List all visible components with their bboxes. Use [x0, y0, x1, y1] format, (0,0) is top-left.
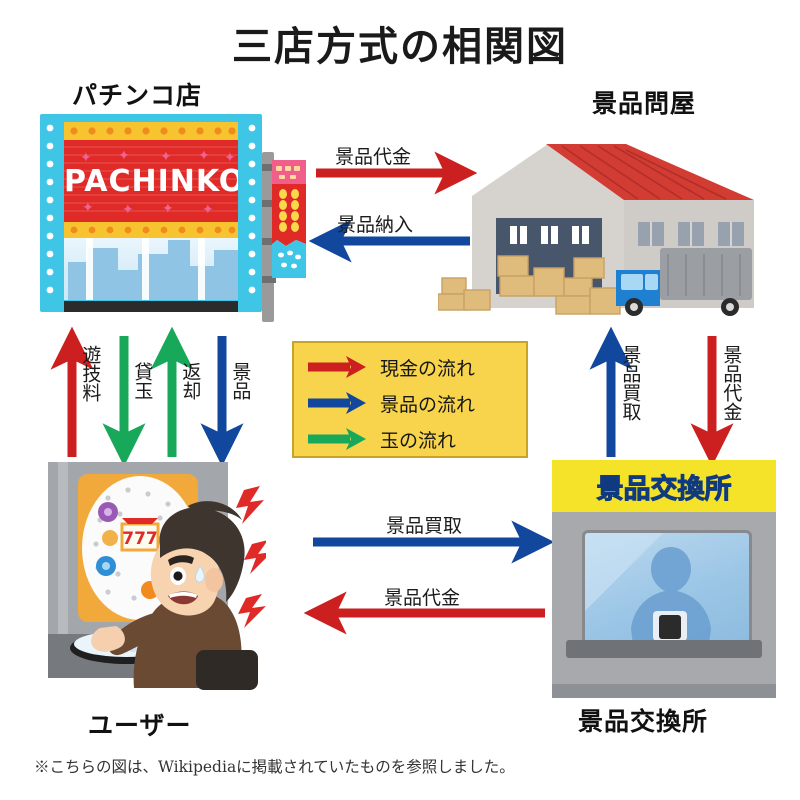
- illustration-wholesaler-warehouse: [438, 144, 754, 316]
- edge-label-user-to-parlor-fee: 遊技料: [79, 345, 102, 402]
- marquee-star-icon: ✦: [80, 149, 92, 165]
- node-label-exchange: 景品交換所: [578, 707, 709, 736]
- marquee-star-icon: ✦: [122, 201, 134, 217]
- illustration-exchange-booth: 景品交換所: [552, 460, 776, 698]
- illustration-user-player: 777: [48, 462, 266, 690]
- parlor-mid-band-dots-icon: [70, 226, 236, 234]
- node-label-parlor: パチンコ店: [72, 81, 203, 110]
- footnote: ※こちらの図は、Wikipediaに掲載されていたものを参照しました。: [34, 758, 515, 776]
- marquee-star-icon: ✦: [224, 149, 236, 165]
- marquee-star-icon: ✦: [162, 200, 174, 216]
- edge-label-user-to-parlor-return: 返却: [179, 362, 202, 400]
- booth-body: [552, 512, 776, 698]
- legend-box: 現金の流れ 景品の流れ 玉の流れ: [292, 341, 528, 458]
- marquee-star-icon: ✦: [118, 147, 130, 163]
- edge-label-user-to-exchange-buy: 景品買取: [386, 515, 463, 537]
- parlor-sign-pole: [262, 152, 276, 322]
- parlor-frame-dots-icon: [46, 124, 256, 294]
- marquee-star-icon: ✦: [198, 147, 210, 163]
- parlor-top-band: [64, 122, 238, 140]
- booth-sign-text: 景品交換所: [596, 473, 732, 505]
- node-label-user: ユーザー: [88, 711, 192, 740]
- parlor-base: [64, 301, 238, 312]
- parlor-mid-band: [64, 222, 238, 238]
- booth-sign: 景品交換所: [552, 460, 776, 516]
- svg-text:777: 777: [122, 529, 158, 549]
- shock-lightning-icon: [236, 486, 266, 628]
- marquee-star-icon: ✦: [160, 148, 172, 164]
- legend-item-cash: 現金の流れ: [294, 349, 526, 385]
- edge-label-parlor-to-user-balls: 貸玉: [131, 362, 154, 400]
- illustration-pachinko-parlor: ✦ ✦ ✦ ✦ ✦ ✦ ✦ ✦ ✦ PACHINKO: [40, 114, 262, 312]
- booth-window: [582, 530, 752, 648]
- node-label-wholesaler: 景品問屋: [592, 89, 697, 118]
- legend-label-balls: 玉の流れ: [380, 429, 457, 452]
- legend-item-balls: 玉の流れ: [294, 421, 526, 457]
- marquee-star-icon: ✦: [82, 199, 94, 215]
- legend-label-cash: 現金の流れ: [380, 357, 476, 380]
- edge-label-exchange-to-wholesaler-buy: 景品買取: [619, 345, 642, 421]
- legend-item-goods: 景品の流れ: [294, 385, 526, 421]
- parlor-marquee: ✦ ✦ ✦ ✦ ✦ ✦ ✦ ✦ ✦ PACHINKO: [64, 140, 238, 222]
- legend-arrow-balls-icon: [306, 426, 368, 452]
- parlor-glass-facade: [64, 238, 238, 300]
- edge-label-parlor-to-user-goods: 景品: [229, 362, 252, 400]
- legend-arrow-goods-icon: [306, 390, 368, 416]
- legend-arrow-cash-icon: [306, 354, 368, 380]
- parlor-top-band-dots-icon: [70, 127, 236, 135]
- edge-label-exchange-to-user-cash: 景品代金: [384, 587, 461, 609]
- page-title: 三店方式の相関図: [232, 24, 568, 70]
- booth-clerk-silhouette-icon: [585, 533, 711, 645]
- legend-label-goods: 景品の流れ: [380, 393, 476, 416]
- marquee-star-icon: ✦: [202, 201, 214, 217]
- edge-label-wholesaler-to-parlor-goods: 景品納入: [337, 214, 414, 236]
- edge-label-parlor-to-wholesaler-cash: 景品代金: [335, 146, 412, 168]
- booth-counter: [566, 640, 762, 658]
- booth-floor: [552, 684, 776, 698]
- edge-label-wholesaler-to-exchange-cash: 景品代金: [720, 345, 743, 421]
- parlor-side-banner: [272, 160, 306, 278]
- parlor-marquee-text: PACHINKO: [64, 164, 238, 199]
